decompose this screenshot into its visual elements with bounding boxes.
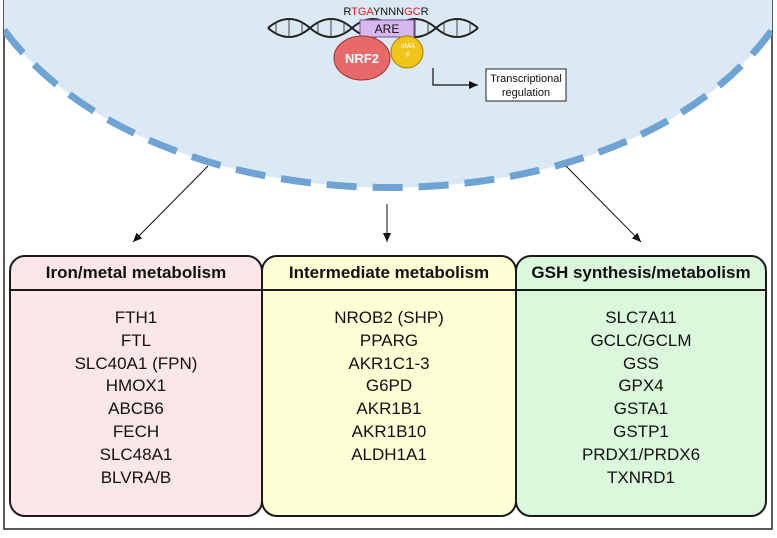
figure-border bbox=[3, 0, 773, 530]
smaf-protein bbox=[390, 35, 424, 69]
gene-item: AKR1C1-3 bbox=[348, 353, 430, 373]
nucleus-region bbox=[4, 0, 772, 188]
gsh-synthesis-panel-title: GSH synthesis/metabolism bbox=[517, 257, 765, 291]
smaf-label-line2: F bbox=[406, 52, 410, 59]
intermediate-metabolism-panel-title: Intermediate metabolism bbox=[263, 257, 515, 291]
transcription-label-line1: Transcriptional bbox=[490, 73, 562, 85]
gene-item: GSTA1 bbox=[613, 399, 669, 419]
are-motif-sequence: RTGAYNNNGCR bbox=[343, 6, 428, 18]
gsh-synthesis-gene-list: SLC7A11 GCLC/GCLM GSS GPX4 GSTA1 GSTP1 P… bbox=[517, 291, 765, 489]
gene-item: PRDX1/PRDX6 bbox=[581, 444, 701, 464]
intermediate-metabolism-gene-list: NROB2 (SHP) PPARG AKR1C1-3 G6PD AKR1B1 A… bbox=[263, 291, 515, 467]
gene-item: FTL bbox=[120, 330, 152, 350]
gene-item: HMOX1 bbox=[105, 376, 167, 396]
intermediate-metabolism-panel: Intermediate metabolism NROB2 (SHP) PPAR… bbox=[261, 255, 517, 517]
arrow-to-iron-panel bbox=[132, 165, 209, 243]
gene-item: AKR1B1 bbox=[356, 399, 422, 419]
gene-item: ABCB6 bbox=[108, 399, 164, 419]
gene-item: SLC48A1 bbox=[99, 444, 173, 464]
gene-item: GPX4 bbox=[618, 376, 664, 396]
gene-item: SLC7A11 bbox=[605, 308, 677, 327]
gene-item: AKR1B10 bbox=[351, 421, 427, 441]
transcription-label-line2: regulation bbox=[502, 87, 550, 99]
gene-item: FTH1 bbox=[114, 308, 158, 327]
nuclear-membrane bbox=[4, 27, 772, 191]
gene-item: SLC40A1 (FPN) bbox=[74, 353, 198, 373]
gene-item: PPARG bbox=[359, 330, 419, 350]
gene-item: GCLC/GCLM bbox=[590, 330, 692, 350]
iron-metal-panel-title: Iron/metal metabolism bbox=[11, 257, 261, 291]
gene-item: BLVRA/B bbox=[100, 467, 172, 487]
are-box bbox=[359, 19, 415, 38]
iron-metal-panel: Iron/metal metabolism FTH1 FTL SLC40A1 (… bbox=[9, 255, 263, 517]
smaf-label-line1: sMA bbox=[401, 43, 415, 50]
are-label: ARE bbox=[375, 22, 400, 36]
arrow-to-gsh-panel bbox=[565, 165, 642, 243]
gsh-synthesis-panel: GSH synthesis/metabolism SLC7A11 GCLC/GC… bbox=[515, 255, 767, 517]
transcription-arrow bbox=[432, 68, 478, 89]
nrf2-protein bbox=[333, 35, 391, 81]
gene-item: GSTP1 bbox=[613, 421, 669, 441]
transcription-box bbox=[485, 68, 567, 102]
iron-metal-gene-list: FTH1 FTL SLC40A1 (FPN) HMOX1 ABCB6 FECH … bbox=[11, 291, 261, 489]
gene-item: GSS bbox=[623, 353, 659, 373]
gene-item: G6PD bbox=[365, 376, 413, 396]
gene-item: FECH bbox=[112, 421, 160, 441]
gene-item: NROB2 (SHP) bbox=[334, 308, 444, 327]
gene-item: ALDH1A1 bbox=[351, 444, 427, 464]
nrf2-label: NRF2 bbox=[345, 51, 379, 66]
gene-item: TXNRD1 bbox=[606, 467, 675, 487]
